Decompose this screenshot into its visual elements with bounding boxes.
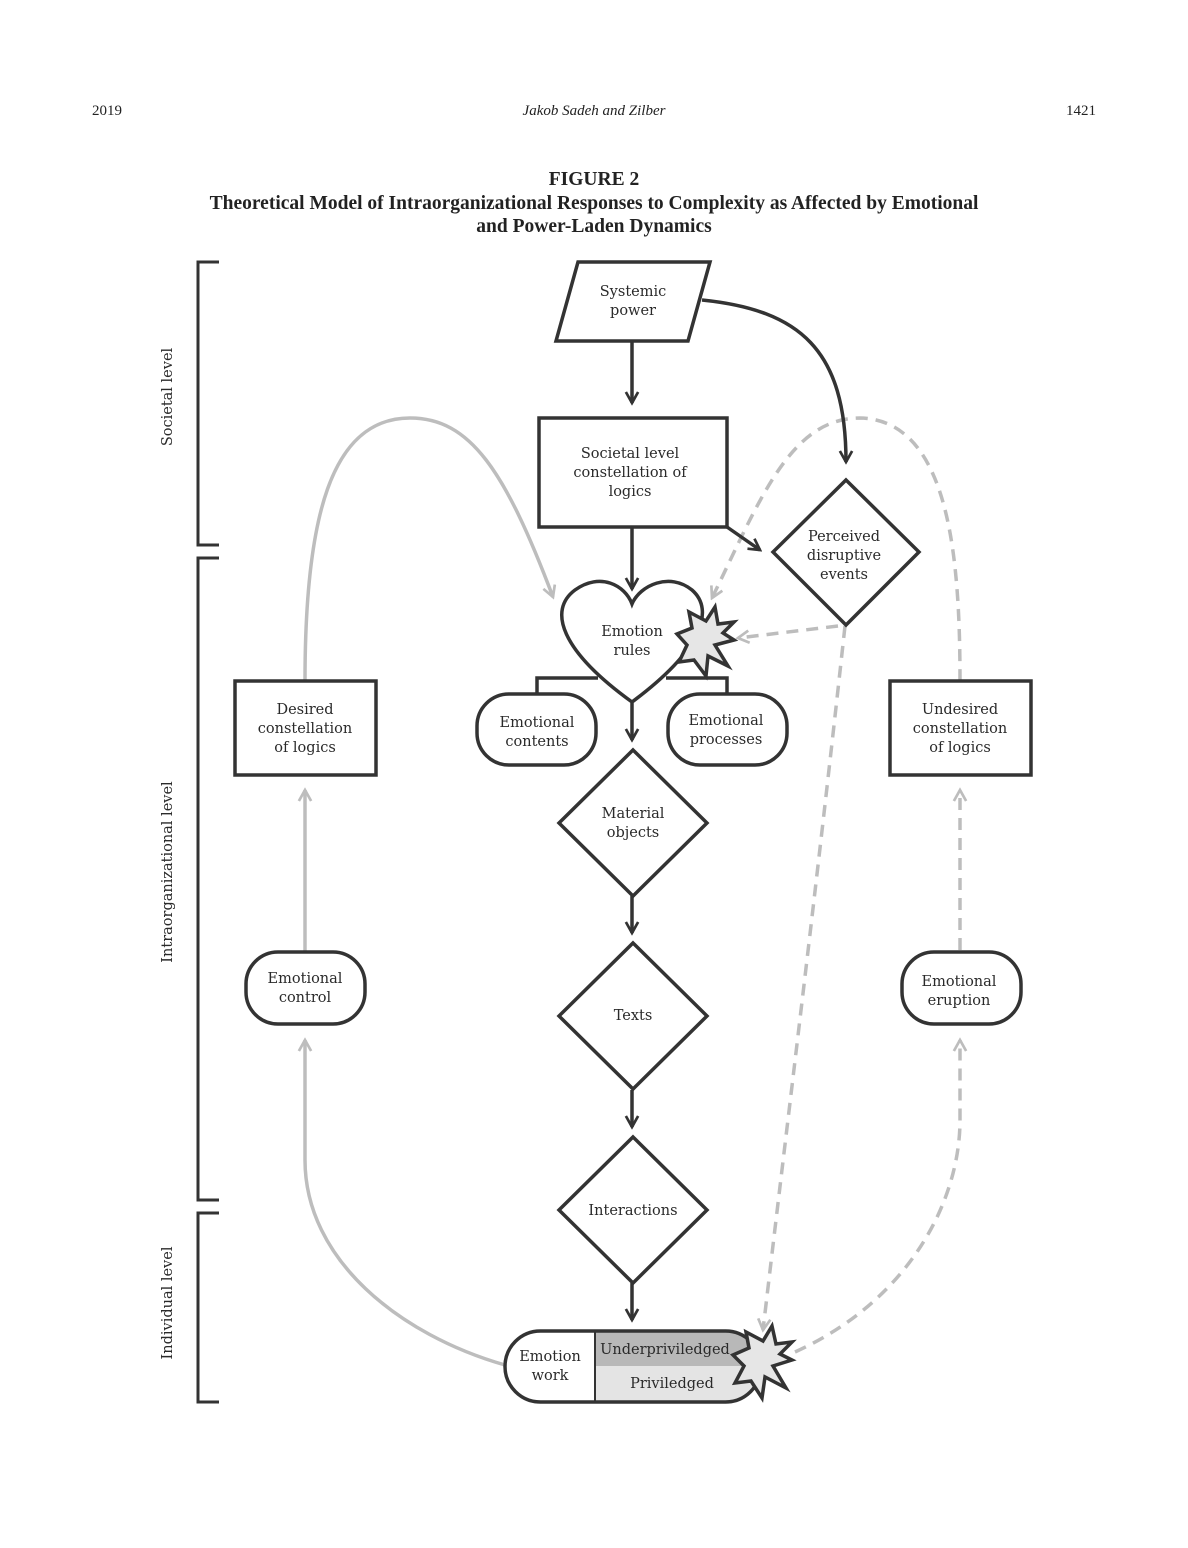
societal-constellation-line1: Societal level xyxy=(581,446,680,462)
emotional-eruption-line2: eruption xyxy=(928,993,991,1009)
connector-rules-to-contents xyxy=(535,676,598,694)
control-path xyxy=(303,416,553,1367)
node-emotion-rules: Emotion rules xyxy=(560,579,705,705)
underprivileged-band xyxy=(595,1331,761,1366)
node-perceived-events: Perceived disruptive events xyxy=(770,477,922,628)
material-objects-line2: objects xyxy=(607,825,659,841)
undesired-constellation-line3: of logics xyxy=(929,740,991,756)
texts-label: Texts xyxy=(614,1008,653,1024)
node-material-objects: Material objects xyxy=(556,747,710,899)
arrow-desired-to-emotion-rules xyxy=(303,416,553,682)
node-interactions: Interactions xyxy=(556,1134,710,1286)
emotion-rules-line1: Emotion xyxy=(601,624,663,640)
arrow-emotion-work-to-eruption xyxy=(794,1040,960,1354)
level-brackets: Societal level Intraorganizational level… xyxy=(160,260,219,1404)
interactions-label: Interactions xyxy=(588,1203,677,1219)
bracket-individual xyxy=(196,1211,219,1404)
bracket-societal xyxy=(196,260,219,547)
emotion-work-line2: work xyxy=(532,1368,569,1384)
node-emotional-processes: Emotional processes xyxy=(666,692,789,767)
connector-rules-to-processes xyxy=(666,676,729,694)
level-label-intraorganizational: Intraorganizational level xyxy=(160,781,176,963)
emotional-eruption-line1: Emotional xyxy=(922,974,997,990)
node-emotion-work: Emotion work Underpriviledged Priviledge… xyxy=(503,1329,763,1404)
node-undesired-constellation: Undesired constellation of logics xyxy=(888,679,1033,777)
node-societal-constellation: Societal level constellation of logics xyxy=(537,416,729,529)
eruption-path xyxy=(712,416,962,1354)
arrow-emotion-work-to-control xyxy=(305,1040,506,1367)
node-emotional-eruption: Emotional eruption xyxy=(900,950,1023,1026)
node-systemic-power: Systemic power xyxy=(553,260,713,343)
emotional-processes-line2: processes xyxy=(690,732,763,748)
page-number: 1421 xyxy=(1066,103,1096,119)
figure-label: FIGURE 2 xyxy=(548,169,640,190)
page-year: 2019 xyxy=(92,103,122,119)
level-label-individual: Individual level xyxy=(160,1246,176,1359)
emotion-work-line1: Emotion xyxy=(519,1349,581,1365)
undesired-constellation-line2: constellation xyxy=(913,721,1008,737)
emotional-contents-line1: Emotional xyxy=(500,715,575,731)
desired-constellation-line1: Desired xyxy=(276,702,333,718)
emotional-control-line1: Emotional xyxy=(268,971,343,987)
main-flow xyxy=(535,298,846,1320)
perceived-events-line3: events xyxy=(820,567,868,583)
node-emotional-control: Emotional control xyxy=(244,950,367,1026)
perceived-events-line2: disruptive xyxy=(807,548,881,564)
desired-constellation-line3: of logics xyxy=(274,740,336,756)
perceived-events-line1: Perceived xyxy=(808,529,880,545)
desired-constellation-line2: constellation xyxy=(258,721,353,737)
societal-constellation-line2: constellation of xyxy=(573,465,688,481)
privileged-label: Priviledged xyxy=(630,1376,714,1392)
arrow-perceived-to-emotion-rules xyxy=(738,624,839,638)
material-objects-line1: Material xyxy=(602,806,665,822)
emotion-rules-line2: rules xyxy=(614,643,651,659)
level-label-societal: Societal level xyxy=(160,347,176,446)
emotional-control-line2: control xyxy=(279,990,332,1006)
undesired-constellation-line1: Undesired xyxy=(922,702,998,718)
arrow-societal-to-perceived xyxy=(725,525,760,550)
societal-constellation-line3: logics xyxy=(609,484,652,500)
systemic-power-line2: power xyxy=(610,303,656,319)
arrow-perceived-to-emotion-work xyxy=(763,625,847,1330)
arrow-undesired-to-emotion-rules xyxy=(712,416,962,682)
emotional-processes-line1: Emotional xyxy=(689,713,764,729)
node-texts: Texts xyxy=(556,940,710,1092)
burst-icon-emotion-work xyxy=(729,1321,797,1403)
node-desired-constellation: Desired constellation of logics xyxy=(233,679,378,777)
node-emotional-contents: Emotional contents xyxy=(475,692,598,767)
running-head-authors: Jakob Sadeh and Zilber xyxy=(522,103,666,119)
figure-caption-line2: and Power-Laden Dynamics xyxy=(476,216,712,237)
underprivileged-label: Underpriviledged xyxy=(600,1342,730,1358)
figure-caption-line1: Theoretical Model of Intraorganizational… xyxy=(209,193,979,214)
burst-icon-emotion-rules xyxy=(674,602,739,681)
emotional-contents-line2: contents xyxy=(505,734,568,750)
systemic-power-line1: Systemic xyxy=(600,284,666,300)
arrow-power-to-perceived xyxy=(701,298,846,462)
bracket-intraorganizational xyxy=(196,556,219,1202)
